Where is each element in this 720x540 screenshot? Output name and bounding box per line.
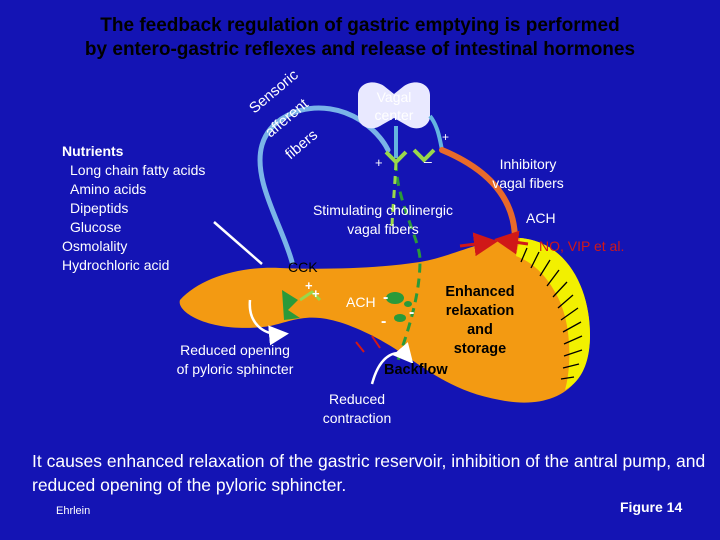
nutrient-item: Long chain fatty acids <box>70 162 206 178</box>
reduced-opening-line-1: Reduced opening <box>180 342 290 358</box>
dash-sign: - <box>409 304 415 321</box>
inhibitory-vagal-fiber <box>439 147 518 243</box>
backflow-label: Backflow <box>384 362 448 378</box>
stimulating-cholinergic-label: Stimulating cholinergic vagal fibers <box>298 201 468 239</box>
cholinergic-branch <box>390 161 398 231</box>
vagal-center-line-1: Vagal <box>376 89 412 105</box>
nutrients-list: Nutrients Long chain fatty acids Amino a… <box>62 142 205 275</box>
nutrient-item: Amino acids <box>70 181 147 197</box>
nutrient-extra: Hydrochloric acid <box>62 257 170 273</box>
reduced-contraction-line-2: contraction <box>322 410 392 426</box>
enteric-neurons <box>386 292 412 322</box>
nutrient-pointer <box>213 221 263 265</box>
nutrient-item: Glucose <box>70 219 122 235</box>
nutrient-item: Dipeptids <box>70 200 129 216</box>
stimulating-line-2: vagal fibers <box>347 221 419 237</box>
no-vip-arrow-1 <box>459 232 498 257</box>
inhibitory-synapse <box>412 148 436 163</box>
minus-sign: – <box>424 153 432 169</box>
ach-label-center: ACH <box>346 294 376 310</box>
figure-label: Figure 14 <box>620 499 683 515</box>
stimulating-cholinergic-fiber <box>394 161 422 361</box>
enhanced-line-3: and <box>467 322 493 338</box>
plus-sign: + <box>442 130 450 144</box>
inhibitory-line-1: Inhibitory <box>499 156 557 172</box>
vagal-center-cell <box>358 82 430 129</box>
pyloric-synapse <box>299 290 322 302</box>
enhanced-line-4: storage <box>453 341 507 357</box>
dash-sign: - <box>381 313 387 330</box>
duodenal-receptor <box>282 290 300 320</box>
enhanced-line-2: relaxation <box>445 303 515 319</box>
inhibitory-vagal-label: Inhibitory vagal fibers <box>480 155 576 193</box>
contraction-marks <box>355 335 381 353</box>
no-vip-label: NO, VIP et al. <box>539 238 625 254</box>
inhibitory-line-2: vagal fibers <box>492 175 564 191</box>
reduced-opening-line-2: of pyloric sphincter <box>176 361 294 377</box>
pyloric-arrow <box>248 299 289 346</box>
sensory-afferent-fiber <box>257 105 391 265</box>
vagal-center-label: Vagal center <box>356 88 432 124</box>
enhanced-relaxation-label: Enhanced relaxation and storage <box>430 283 530 359</box>
reduced-contraction-label: Reduced contraction <box>310 390 404 428</box>
title-line-1: The feedback regulation of gastric empty… <box>100 15 620 36</box>
plus-sign-pylorus: + <box>312 286 320 301</box>
stomach-shape <box>179 237 590 403</box>
nutrient-extra: Osmolality <box>62 238 128 254</box>
summary-text: It causes enhanced relaxation of the gas… <box>32 451 706 495</box>
vagal-center-line-2: center <box>374 107 414 123</box>
author-label: Ehrlein <box>56 505 91 517</box>
stimulating-line-1: Stimulating cholinergic <box>312 202 454 218</box>
reduced-opening-label: Reduced opening of pyloric sphincter <box>160 341 310 379</box>
backflow-arrow <box>370 342 414 385</box>
reduced-contraction-line-1: Reduced <box>328 391 386 407</box>
ach-label-right: ACH <box>526 210 556 226</box>
nutrients-heading: Nutrients <box>62 143 124 159</box>
title-line-2: by entero-gastric reflexes and release o… <box>84 39 636 60</box>
cck-label: CCK <box>288 259 318 275</box>
plus-sign: + <box>375 155 383 170</box>
fundus-stripes <box>520 247 583 380</box>
fundus-band <box>516 238 590 390</box>
no-vip-arrow-2 <box>494 230 529 255</box>
slide-title: The feedback regulation of gastric empty… <box>0 14 720 62</box>
dash-sign: - <box>383 289 389 306</box>
enhanced-line-1: Enhanced <box>445 284 515 300</box>
plus-sign-pylorus: + <box>305 278 313 293</box>
